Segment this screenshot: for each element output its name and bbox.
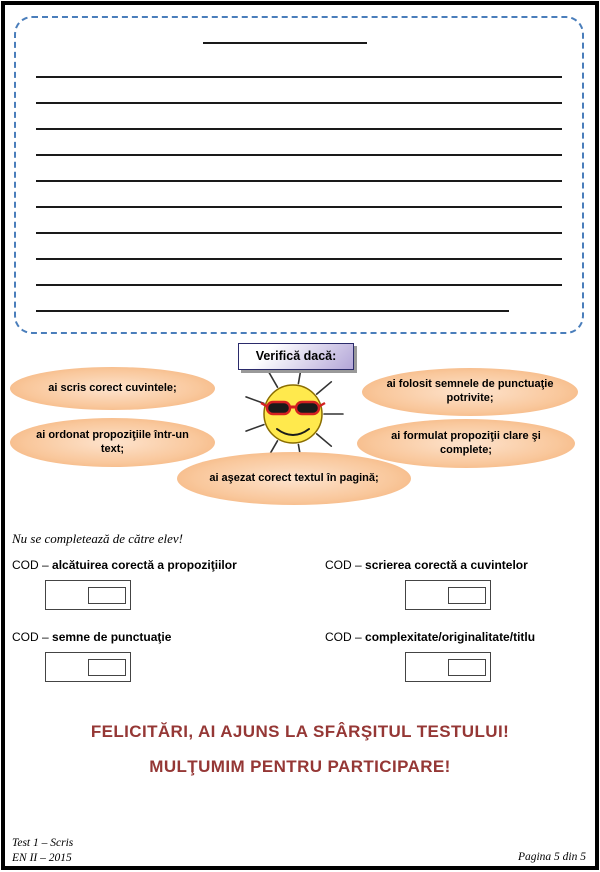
bubble-text: ai aşezat corect textul în pagină; [209,471,379,484]
congrats-line-2: MULŢUMIM PENTRU PARTICIPARE! [149,757,451,776]
footer-left: Test 1 – Scris EN II – 2015 [12,836,73,866]
cod-text: scrierea corectă a cuvintelor [365,558,528,572]
checklist-bubble-clear-sentences: ai formulat propoziţii clare şi complete… [357,419,575,468]
cod-score-box-inner [448,587,486,604]
cod-label-sentence-construction: COD – alcătuirea corectă a propoziţiilor [12,558,237,572]
cod-label-word-spelling: COD – scrierea corectă a cuvintelor [325,558,528,572]
writing-line [36,156,562,182]
bubble-text: ai folosit semnele de punctuaţie potrivi… [386,378,554,404]
checklist-bubble-order: ai ordonat propoziţiile într-un text; [10,418,215,467]
writing-line [36,234,562,260]
cod-label-complexity: COD – complexitate/originalitate/titlu [325,630,535,644]
writing-line [36,208,562,234]
writing-line [36,52,562,78]
writing-area [14,16,584,334]
cod-score-box-inner [88,659,126,676]
title-line [203,42,367,44]
cod-text: alcătuirea corectă a propoziţiilor [52,558,237,572]
cod-score-box [45,652,131,682]
teacher-note: Nu se completează de către elev! [12,531,183,546]
footer-edition: EN II – 2015 [12,851,72,864]
writing-line [36,130,562,156]
checklist-bubble-punctuation: ai folosit semnele de punctuaţie potrivi… [362,368,578,416]
writing-lines [36,52,562,312]
cod-prefix: COD – [325,630,362,644]
writing-line [36,182,562,208]
cod-prefix: COD – [12,558,49,572]
footer-test-name: Test 1 – Scris [12,837,74,849]
writing-line [36,78,562,104]
cod-label-punctuation: COD – semne de punctuaţie [12,630,171,644]
cod-score-box-inner [88,587,126,604]
writing-line [36,104,562,130]
verify-label: Verifică dacă: [238,343,354,370]
cod-text: complexitate/originalitate/titlu [365,630,536,644]
footer-page-number: Pagina 5 din 5 [517,851,586,863]
writing-line [36,260,562,286]
bubble-text: ai formulat propoziţii clare şi complete… [391,429,541,456]
cod-prefix: COD – [325,558,362,572]
checklist-bubble-words: ai scris corect cuvintele; [10,367,215,410]
writing-line [36,286,510,312]
cod-score-box [405,580,491,610]
cod-score-box-inner [448,659,486,676]
cod-score-box [405,652,491,682]
congrats-line-1: FELICITĂRI, AI AJUNS LA SFÂRŞITUL TESTUL… [90,722,510,741]
bubble-text: ai scris corect cuvintele; [48,381,177,394]
bubble-text: ai ordonat propoziţiile într-un text; [36,428,189,455]
cod-score-box [45,580,131,610]
checklist-bubble-layout: ai aşezat corect textul în pagină; [177,452,411,505]
cod-prefix: COD – [12,630,49,644]
cod-text: semne de punctuaţie [52,630,172,644]
